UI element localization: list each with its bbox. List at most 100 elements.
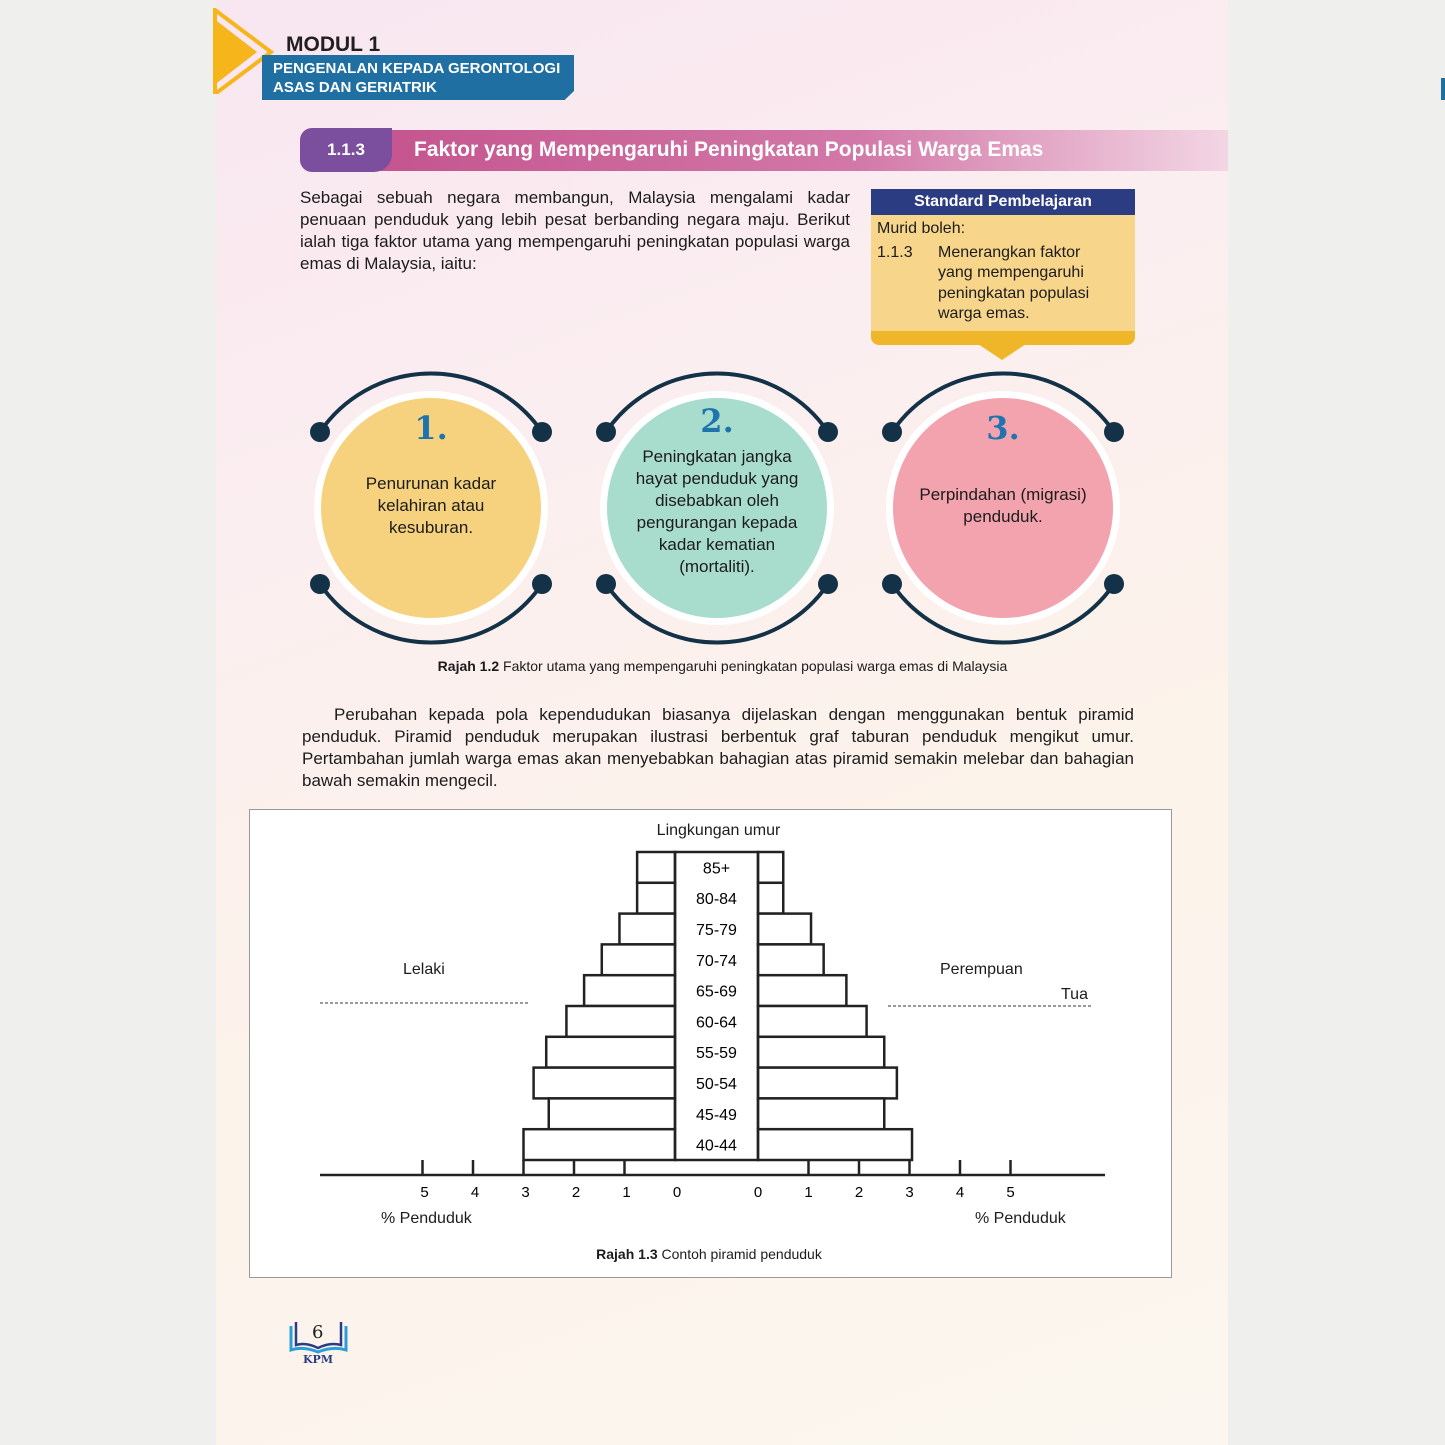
arc-dot [532, 422, 552, 442]
figure2-label: Rajah 1.3 [596, 1246, 658, 1262]
figure2-caption-text: Contoh piramid penduduk [661, 1246, 822, 1262]
standard-text: Menerangkan faktor yang mempengaruhi pen… [938, 243, 1090, 323]
bar-male [635, 881, 677, 915]
module-subtitle-line2: ASAS DAN GERIATRIK [273, 79, 437, 96]
top-arc [318, 371, 544, 434]
standard-code: 1.1.3 [877, 243, 913, 261]
arc-dot [596, 574, 616, 594]
factor-number: 2. [700, 402, 734, 440]
age-group-label: 85+ [703, 860, 730, 877]
arc-dot [1104, 574, 1124, 594]
standard-heading: Standard Pembelajaran [871, 189, 1135, 215]
factor-text: Peningkatan jangka hayat penduduk yang d… [635, 447, 799, 576]
bar-male [582, 973, 677, 1008]
x-tick-label-left: 1 [622, 1184, 630, 1201]
standard-pointer [978, 344, 1026, 360]
bar-male [565, 1004, 677, 1039]
bar-female [756, 943, 825, 977]
population-pyramid: 85+80-8475-7970-7465-6960-6455-5950-5445… [320, 850, 1105, 1201]
figure1-caption: Rajah 1.2 Faktor utama yang mempengaruhi… [0, 658, 1445, 674]
bar-male [544, 1035, 677, 1069]
x-tick-label-left: 4 [471, 1184, 479, 1201]
arc-dot [310, 422, 330, 442]
age-group-label: 60-64 [696, 1014, 737, 1031]
bottom-arc [604, 582, 830, 645]
x-tick-label-left: 5 [420, 1184, 428, 1201]
bottom-arc [318, 582, 544, 645]
section-number: 1.1.3 [300, 128, 392, 172]
kpm-book-logo [289, 1322, 348, 1354]
bar-female [756, 1035, 886, 1069]
x-tick-label-right: 3 [905, 1184, 913, 1201]
top-arc [890, 371, 1116, 434]
bar-male [532, 1066, 677, 1100]
legend-male: Lelaki [403, 961, 445, 978]
section-title: Faktor yang Mempengaruhi Peningkatan Pop… [414, 138, 1044, 161]
bar-male [618, 912, 677, 946]
section-bar [300, 130, 1228, 171]
age-group-label: 45-49 [696, 1107, 737, 1124]
factor-text: Penurunan kadar kelahiran atau kesuburan… [365, 474, 497, 537]
module-title: MODUL 1 [286, 33, 381, 56]
bar-female [756, 1066, 899, 1100]
age-group-label: 40-44 [696, 1138, 737, 1155]
intro-paragraph: Sebagai sebuah negara membangun, Malaysi… [300, 188, 850, 273]
bar-male [635, 850, 677, 885]
x-tick-label-left: 2 [572, 1184, 580, 1201]
bottom-arc [890, 582, 1116, 645]
age-group-label: 65-69 [696, 984, 737, 1001]
age-group-label: 50-54 [696, 1076, 737, 1093]
age-label-column [673, 850, 760, 1162]
x-tick-label-right: 4 [956, 1184, 964, 1201]
figure1-caption-text: Faktor utama yang mempengaruhi peningkat… [503, 658, 1008, 674]
factor-number: 1. [414, 409, 448, 447]
arc-dot [1104, 422, 1124, 442]
arc-dot [882, 574, 902, 594]
x-tick-label-right: 2 [855, 1184, 863, 1201]
arc-dot [310, 574, 330, 594]
module-subtitle: PENGENALAN KEPADA GERONTOLOGI ASAS DAN G… [262, 55, 574, 100]
arc-dot [532, 574, 552, 594]
bar-female [756, 881, 785, 915]
age-group-label: 75-79 [696, 922, 737, 939]
bar-male [547, 1097, 677, 1131]
arc-dot [596, 422, 616, 442]
chart-title: Lingkungan umur [656, 822, 781, 839]
xlabel-left: % Penduduk [381, 1210, 472, 1227]
x-tick-label-right: 5 [1006, 1184, 1014, 1201]
bar-female [756, 1097, 886, 1131]
factor-circle [607, 398, 827, 618]
x-tick-label-right: 0 [754, 1184, 762, 1201]
xlabel-right: % Penduduk [975, 1210, 1066, 1227]
factor-text: Perpindahan (migrasi) penduduk. [919, 485, 1087, 526]
bar-female [756, 1127, 914, 1162]
module-arrow-icon [213, 8, 275, 94]
standard-lead: Murid boleh: [877, 220, 966, 237]
bar-female [756, 850, 785, 885]
arc-dot [818, 422, 838, 442]
age-group-label: 70-74 [696, 953, 737, 970]
page-number: 6 [312, 1322, 324, 1343]
standard-box: Standard Pembelajaran Murid boleh: 1.1.3… [871, 189, 1135, 345]
kpm-logo-text: KPM [303, 1353, 334, 1366]
bar-female [756, 1004, 868, 1039]
figure1-label: Rajah 1.2 [437, 658, 500, 674]
bar-female [756, 912, 813, 946]
age-group-label: 55-59 [696, 1045, 737, 1062]
x-tick-label-left: 0 [673, 1184, 681, 1201]
edge-tab [1441, 78, 1445, 100]
factor-circle [321, 398, 541, 618]
legend-female: Perempuan [940, 961, 1023, 978]
arc-dot [818, 574, 838, 594]
bar-female [756, 973, 848, 1008]
arc-dot [882, 422, 902, 442]
bar-male [522, 1127, 677, 1162]
top-arc [604, 371, 830, 434]
x-tick-label-left: 3 [521, 1184, 529, 1201]
module-subtitle-line1: PENGENALAN KEPADA GERONTOLOGI [273, 60, 561, 77]
pyramid-chart-box [249, 809, 1172, 1278]
age-group-label: 80-84 [696, 891, 737, 908]
x-tick-label-right: 1 [804, 1184, 812, 1201]
bar-male [600, 943, 677, 977]
annotation-old: Tua [1061, 986, 1088, 1003]
